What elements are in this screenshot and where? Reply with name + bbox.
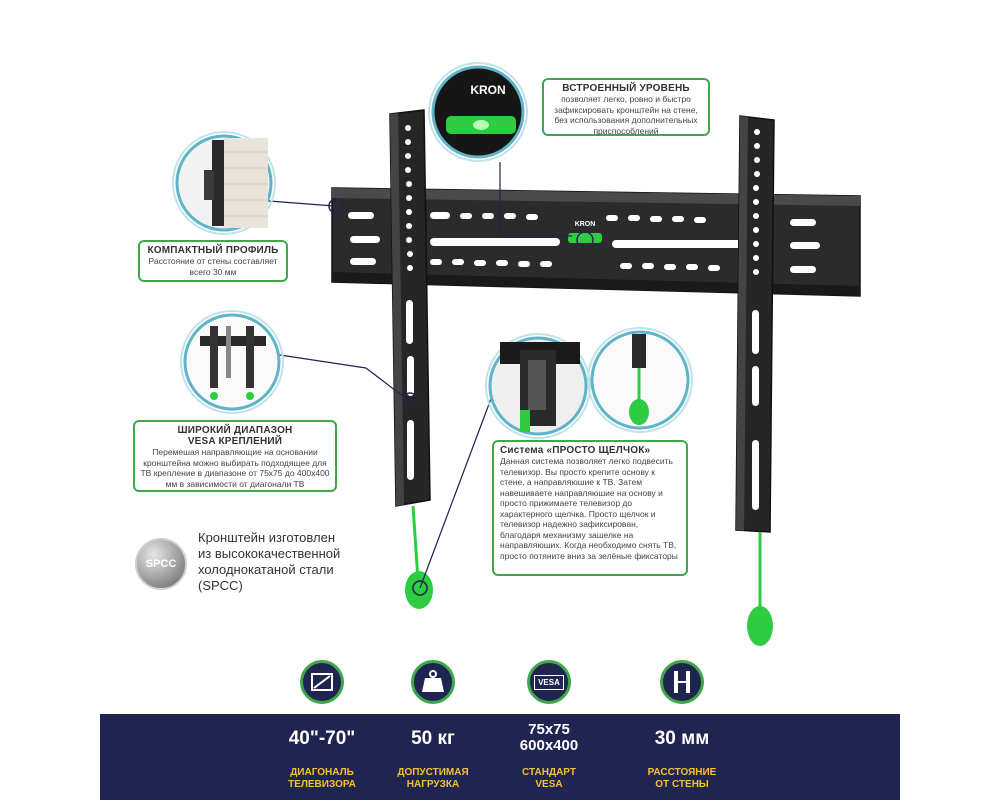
weight-icon [411, 660, 455, 704]
left-arm [389, 109, 433, 609]
stat-distance-value: 30 мм [654, 728, 710, 749]
vesa-callout-title-1: ШИРОКИЙ ДИАПАЗОН [177, 425, 293, 436]
click-callout-title: Система «ПРОСТО ЩЕЛЧОК» [500, 445, 651, 456]
wall-distance-icon [660, 660, 704, 704]
click-callout-body: Данная система позволяет легко подвесить… [500, 456, 678, 561]
stat-diagonal-label: ДИАГОНАЛЬ ТЕЛЕВИЗОРА [270, 767, 374, 791]
svg-text:KRON: KRON [470, 83, 505, 97]
vesa-callout-title-2: VESA КРЕПЛЕНИЙ [187, 436, 283, 447]
stat-vesa-value-line-1: 75x75 [528, 721, 570, 738]
stat-diagonal-label-2: ТЕЛЕВИЗОРА [288, 779, 356, 790]
profile-callout: КОМПАКТНЫЙ ПРОФИЛЬ Расстояние от стены с… [138, 240, 288, 282]
spcc-line-1: Кронштейн изготовлен [198, 530, 335, 545]
left-green-latch [405, 571, 433, 609]
wall-plate: KRON [331, 187, 861, 297]
profile-callout-body: Расстояние от стены составляет всего 30 … [148, 256, 278, 277]
level-zoom-circle: KRON [428, 62, 528, 162]
stat-distance-label-2: ОТ СТЕНЫ [655, 779, 709, 790]
stat-diagonal-value: 40"-70" [288, 728, 356, 749]
spcc-badge-text: SPCC [145, 558, 177, 570]
stat-vesa-label: СТАНДАРТ VESA [497, 767, 601, 791]
stat-vesa-label-1: СТАНДАРТ [522, 767, 576, 778]
spcc-description: Кронштейн изготовлен из высококачественн… [198, 530, 368, 594]
spcc-badge: SPCC [135, 538, 187, 590]
profile-callout-title: КОМПАКТНЫЙ ПРОФИЛЬ [147, 245, 279, 256]
click-callout: Система «ПРОСТО ЩЕЛЧОК» Данная система п… [492, 440, 688, 576]
vesa-callout: ШИРОКИЙ ДИАПАЗОН VESA КРЕПЛЕНИЙ Перемеша… [133, 420, 337, 492]
stat-weight-label-2: НАГРУЗКА [406, 779, 460, 790]
spcc-line-3: холоднокатаной стали [198, 562, 334, 577]
stat-distance-label-1: РАССТОЯНИЕ [647, 767, 717, 778]
stat-weight-label-1: ДОПУСТИМАЯ [397, 767, 469, 778]
level-callout: ВСТРОЕННЫЙ УРОВЕНЬ позволяет легко, ровн… [542, 78, 710, 136]
spcc-line-4: (SPCC) [198, 578, 243, 593]
vesa-zoom-circle [180, 310, 284, 414]
diagonal-icon [300, 660, 344, 704]
spcc-line-2: из высококачественной [198, 546, 341, 561]
svg-text:KRON: KRON [575, 221, 596, 228]
vesa-callout-body: Перемешая направляющие на основании крон… [140, 447, 330, 489]
stats-bar [100, 714, 900, 800]
profile-zoom-circle [172, 131, 276, 235]
click-zoom-circle-2 [587, 327, 693, 433]
stat-diagonal-label-1: ДИАГОНАЛЬ [290, 767, 354, 778]
stat-distance-label: РАССТОЯНИЕ ОТ СТЕНЫ [630, 767, 734, 791]
click-zoom-circle-1 [485, 333, 591, 439]
level-callout-body: позволяет легко, ровно и быстро зафиксир… [554, 94, 698, 136]
stat-weight-value: 50 кг [411, 728, 455, 749]
stat-vesa-label-2: VESA [535, 779, 563, 790]
stat-vesa-value-line-2: 600x400 [519, 737, 579, 754]
right-arm [735, 115, 775, 646]
level-callout-title: ВСТРОЕННЫЙ УРОВЕНЬ [562, 83, 690, 94]
vesa-icon: VESA [527, 660, 571, 704]
stat-vesa-value: 75x75 600x400 [499, 722, 599, 754]
vesa-icon-text: VESA [534, 674, 564, 690]
stat-weight-label: ДОПУСТИМАЯ НАГРУЗКА [381, 767, 485, 791]
right-green-latch [747, 606, 773, 646]
